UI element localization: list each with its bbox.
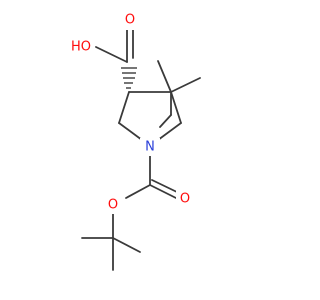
bond-cooh-oh — [95, 46, 128, 63]
bond-carbamate-oester — [125, 184, 151, 199]
bonds — [81, 29, 201, 271]
bond-carbamate-co-a — [149, 184, 177, 199]
ring-nitrogen-label: N — [145, 140, 155, 155]
stereo-hash-wedge — [121, 67, 137, 89]
molecule-canvas: HO O N O O — [70, 12, 201, 271]
bond-tbu-methyl-right — [112, 237, 141, 253]
bond-c5-n — [159, 114, 172, 128]
bond-c4-methyl-b — [170, 77, 201, 93]
carboxylic-oh-label: HO — [71, 40, 91, 55]
bond-c5b-n — [157, 122, 182, 141]
carbamate-carbonyl-oxygen-label: O — [180, 192, 190, 207]
bond-c4-methyl-a — [157, 60, 172, 93]
bond-c3-c2 — [118, 91, 130, 124]
bond-carbamate-co-b — [151, 179, 180, 194]
bond-c2-n — [118, 122, 143, 141]
bond-c4-c5-ring — [170, 91, 182, 124]
carbonyl-oxygen-top-label: O — [125, 13, 135, 28]
carbamate-ester-oxygen-label: O — [108, 198, 118, 213]
molecule-structure: HO O N O O — [70, 12, 201, 271]
